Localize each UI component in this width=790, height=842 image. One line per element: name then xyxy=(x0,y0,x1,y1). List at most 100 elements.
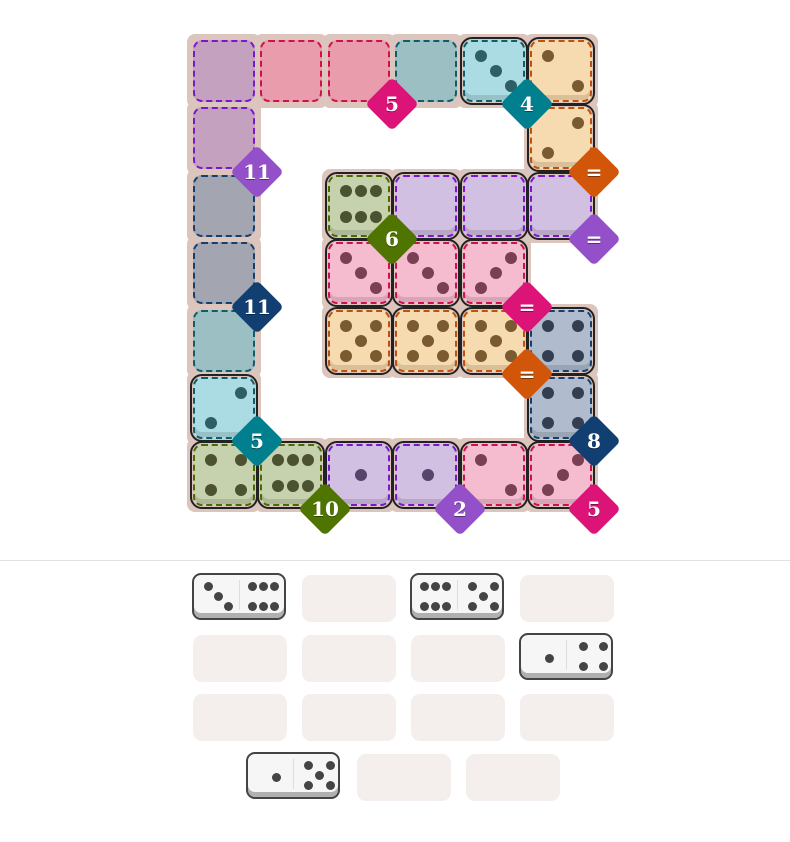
pip xyxy=(572,319,584,332)
constraint-badge: 5 xyxy=(365,77,420,132)
pip xyxy=(272,454,285,467)
domino-tile[interactable] xyxy=(246,752,340,799)
pip xyxy=(302,480,315,493)
pip xyxy=(354,267,367,280)
empty-domino-slot[interactable] xyxy=(411,635,505,682)
pip xyxy=(474,50,487,62)
domino-divider xyxy=(566,640,567,670)
empty-domino-slot[interactable] xyxy=(302,694,396,741)
pip xyxy=(354,334,367,347)
constraint-label: 5 xyxy=(385,92,400,117)
domino-divider xyxy=(457,580,458,610)
pip xyxy=(572,454,584,467)
domino-tile[interactable] xyxy=(410,573,504,620)
domino-tile[interactable] xyxy=(192,573,286,620)
pip xyxy=(468,602,477,611)
pip xyxy=(369,282,382,295)
pip xyxy=(205,484,217,497)
pip xyxy=(542,319,554,332)
pip xyxy=(474,282,487,295)
pip xyxy=(599,662,608,671)
constraint-label: 2 xyxy=(452,496,467,521)
empty-domino-slot[interactable] xyxy=(411,694,505,741)
constraint-label: 6 xyxy=(385,227,400,252)
pip xyxy=(442,602,451,611)
constraint-label: 5 xyxy=(587,496,602,521)
pip xyxy=(437,282,450,295)
pip xyxy=(504,252,517,265)
pip xyxy=(572,117,584,130)
pip xyxy=(579,662,588,671)
pip xyxy=(235,484,247,497)
board-cell[interactable] xyxy=(260,40,323,102)
pip xyxy=(339,210,352,223)
empty-domino-slot[interactable] xyxy=(466,754,560,801)
pip xyxy=(304,761,313,770)
board-cell[interactable] xyxy=(392,306,461,375)
pip xyxy=(304,781,313,790)
constraint-badge: 6 xyxy=(365,212,420,267)
pip xyxy=(542,484,554,497)
pip xyxy=(204,582,213,591)
pip xyxy=(354,210,367,223)
pip xyxy=(431,602,440,611)
empty-domino-slot[interactable] xyxy=(193,635,287,682)
empty-domino-slot[interactable] xyxy=(302,635,396,682)
constraint-label: 4 xyxy=(520,92,534,117)
pip xyxy=(315,771,324,780)
domino-half xyxy=(240,575,285,615)
pip xyxy=(572,80,584,92)
board-cell[interactable] xyxy=(459,239,528,308)
pip xyxy=(490,602,499,611)
domino-half xyxy=(248,754,293,794)
board-cell[interactable] xyxy=(324,306,393,375)
domino-tile[interactable] xyxy=(519,633,613,680)
board-cell[interactable] xyxy=(392,239,461,308)
constraint-badge: = xyxy=(500,347,554,401)
pip xyxy=(407,349,420,362)
board-cell[interactable] xyxy=(193,40,255,102)
pip xyxy=(407,252,420,265)
pip xyxy=(369,349,382,362)
pip xyxy=(272,480,285,493)
board-cell[interactable] xyxy=(459,171,528,240)
empty-domino-slot[interactable] xyxy=(520,575,614,622)
board-cell[interactable] xyxy=(324,239,393,308)
pip xyxy=(557,469,569,482)
empty-domino-slot[interactable] xyxy=(520,694,614,741)
domino-half xyxy=(194,575,239,615)
pip xyxy=(542,50,554,62)
constraint-badge: = xyxy=(500,279,554,334)
constraint-label: = xyxy=(518,294,536,319)
pip xyxy=(302,454,315,467)
constraint-badge: 11 xyxy=(230,144,285,199)
pip xyxy=(214,592,223,601)
pip xyxy=(474,319,487,332)
pip xyxy=(479,592,488,601)
empty-domino-slot[interactable] xyxy=(193,694,287,741)
constraint-badge: 11 xyxy=(230,279,285,334)
pip xyxy=(442,582,451,591)
empty-domino-slot[interactable] xyxy=(302,575,396,622)
pip xyxy=(259,602,268,611)
pip xyxy=(504,319,517,332)
pip xyxy=(339,349,352,362)
constraint-label: = xyxy=(586,159,603,184)
constraint-label: = xyxy=(518,362,536,386)
constraint-label: 5 xyxy=(250,429,265,454)
pip xyxy=(354,469,367,482)
board-cell[interactable] xyxy=(193,107,255,170)
pip xyxy=(248,582,257,591)
constraint-label: 8 xyxy=(587,429,602,454)
pip xyxy=(437,319,450,332)
constraint-label: 10 xyxy=(310,496,339,521)
empty-domino-slot[interactable] xyxy=(357,754,451,801)
pip xyxy=(572,349,584,362)
pip xyxy=(542,417,554,429)
divider xyxy=(0,560,790,561)
constraint-badge: 2 xyxy=(432,481,487,536)
pip xyxy=(504,484,517,497)
pip xyxy=(422,334,435,347)
pip xyxy=(474,454,487,467)
domino-half xyxy=(458,575,503,615)
